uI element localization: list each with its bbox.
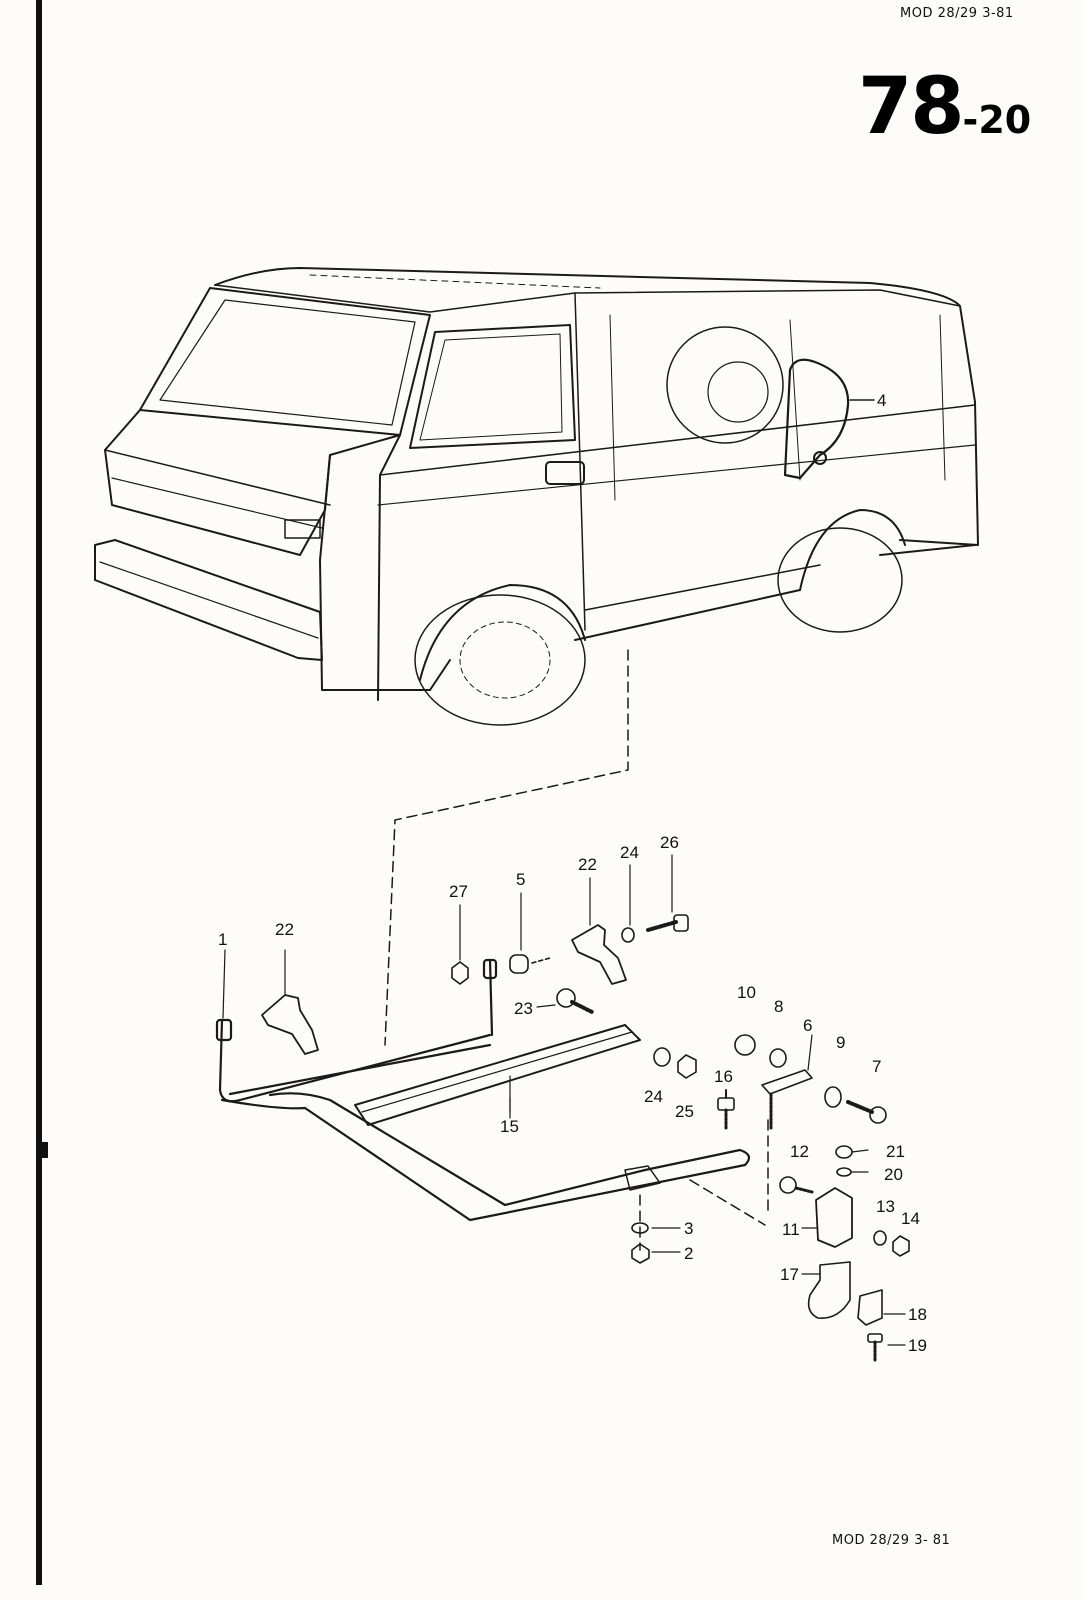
page-number-minor: -20: [962, 98, 1032, 142]
callout-27: 27: [449, 882, 468, 901]
model-header-bottom: MOD 28/29 3- 81: [832, 1533, 951, 1548]
callout-17: 17: [780, 1265, 799, 1284]
assembly-guide-lines: [384, 649, 769, 1251]
callout-20: 20: [884, 1165, 903, 1184]
callout-24-lower: 24: [644, 1087, 663, 1106]
callout-10: 10: [737, 983, 756, 1002]
callout-14: 14: [901, 1209, 920, 1228]
callout-9: 9: [836, 1033, 845, 1052]
fasteners: [222, 854, 910, 1364]
callout-23: 23: [514, 999, 533, 1018]
spare-wheel-carrier-frame: [215, 958, 751, 1222]
callout-22-right: 22: [578, 855, 597, 874]
callout-4: 4: [877, 391, 886, 410]
binding-edge: [36, 0, 42, 1585]
callout-5: 5: [516, 870, 525, 889]
callout-8: 8: [774, 997, 783, 1016]
callout-16: 16: [714, 1067, 733, 1086]
bracket-22-left: [261, 949, 319, 1055]
callout-15: 15: [500, 1117, 519, 1136]
rail-15: [354, 1024, 641, 1126]
callout-24-top: 24: [620, 843, 639, 862]
page-number-major: 78: [858, 62, 965, 152]
callout-6: 6: [803, 1016, 812, 1035]
callout-26: 26: [660, 833, 679, 852]
model-header-top: MOD 28/29 3-81: [900, 6, 1014, 21]
callout-labels: 4 1 22 27 5 22 24 26 23 10 8 6 9 7 16 24…: [218, 391, 927, 1355]
callout-2: 2: [684, 1244, 693, 1263]
callout-3: 3: [684, 1219, 693, 1238]
van-illustration: [94, 267, 979, 726]
callout-22-left: 22: [275, 920, 294, 939]
callout-11: 11: [782, 1220, 800, 1239]
callout-21: 21: [886, 1142, 905, 1161]
page-number: 78-20: [858, 62, 1031, 152]
callout-1: 1: [218, 930, 227, 949]
callout-25: 25: [675, 1102, 694, 1121]
callout-18: 18: [908, 1305, 927, 1324]
binding-tab: [36, 1142, 48, 1158]
bracket-22-right: [571, 877, 627, 985]
callout-19: 19: [908, 1336, 927, 1355]
callout-7: 7: [872, 1057, 881, 1076]
callout-12: 12: [790, 1142, 809, 1161]
callout-13: 13: [876, 1197, 895, 1216]
